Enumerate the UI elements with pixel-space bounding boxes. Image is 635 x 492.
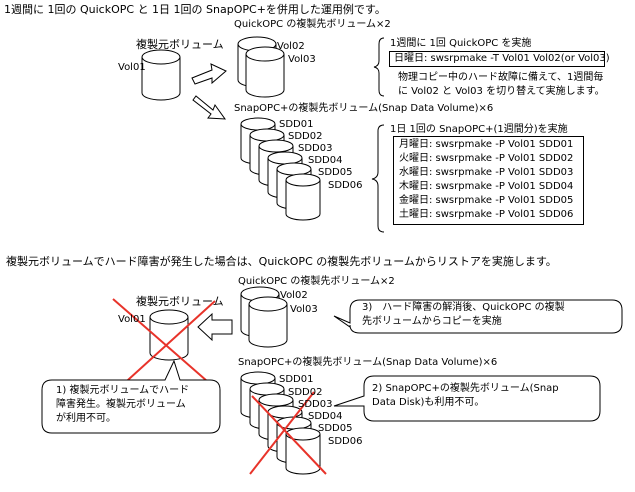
bottom-snap-vol-2: SDD02 (288, 387, 323, 398)
daily-command-box: 月曜日: swsrpmake -P Vol01 SDD01 火曜日: swsrp… (393, 136, 584, 225)
top-snap-vol-2: SDD02 (288, 131, 323, 142)
bottom-quickopc-label: QuickOPC の複製先ボリューム×2 (238, 276, 395, 287)
top-source-vol-name: Vol01 (118, 62, 146, 73)
daily-command-thu: 木曜日: swsrpmake -P Vol01 SDD04 (399, 181, 574, 192)
top-source-volume-label: 複製元ボリューム (136, 38, 224, 51)
weekly-note-line-2: に Vol02 と Vol03 を切り替えて実施します。 (398, 86, 605, 97)
weekly-command-box: 日曜日: swsrpmake -T Vol01 Vol02(or Vol03) (389, 51, 610, 67)
weekly-note-line-1: 物理コピー中のハード故障に備えて、1週間毎 (398, 72, 604, 83)
bottom-restore-arrow (197, 312, 233, 342)
bottom-snap-cross-line-1 (251, 395, 327, 475)
bottom-source-cross-line-2 (117, 300, 216, 390)
bottom-quick-vol-name-2: Vol03 (290, 304, 318, 315)
top-snap-label: SnapOPC+の複製先ボリューム(Snap Data Volume)×6 (234, 103, 494, 114)
weekly-title: 1週間に 1回 QuickOPC を実施 (390, 38, 532, 49)
bottom-source-volume-label: 複製元ボリューム (136, 295, 224, 308)
top-arrow-to-snapopc (192, 95, 227, 120)
top-quickopc-brace (373, 37, 385, 97)
daily-title: 1日 1回の SnapOPC+(1週間分)を実施 (390, 124, 568, 135)
top-snap-vol-4: SDD04 (308, 155, 343, 166)
top-snap-vol-1: SDD01 (279, 119, 314, 130)
top-quick-vol-name-1: Vol02 (277, 41, 305, 52)
top-source-volume-cylinder (141, 49, 181, 101)
top-quickopc-cylinder-2 (245, 46, 285, 98)
bottom-snap-label: SnapOPC+の複製先ボリューム(Snap Data Volume)×6 (238, 357, 498, 368)
callout-1-line-1: 1) 複製元ボリュームでハード (56, 385, 190, 396)
callout-1-line-3: が利用不可。 (56, 413, 116, 424)
top-snap-vol-5: SDD05 (318, 167, 353, 178)
top-snap-cylinder-6 (285, 173, 321, 221)
callout-3-line-1: 3) ハード障害の解消後、QuickOPC の複製 (362, 302, 565, 313)
bottom-snap-vol-4: SDD04 (308, 411, 343, 422)
top-arrow-to-quickopc (191, 63, 227, 85)
top-quickopc-label: QuickOPC の複製先ボリューム×2 (234, 19, 391, 30)
callout-2-line-1: 2) SnapOPC+の複製先ボリューム(Snap (372, 383, 559, 394)
callout-1-shape (41, 359, 221, 434)
bottom-quickopc-cylinder-2 (248, 296, 288, 348)
weekly-command: 日曜日: swsrpmake -T Vol01 Vol02(or Vol03) (394, 53, 610, 64)
bottom-snap-vol-5: SDD05 (318, 423, 353, 434)
bottom-snap-vol-3: SDD03 (298, 399, 333, 410)
daily-command-tue: 火曜日: swsrpmake -P Vol01 SDD02 (399, 153, 574, 164)
daily-command-sat: 土曜日: swsrpmake -P Vol01 SDD06 (399, 209, 574, 220)
bottom-quick-vol-name-1: Vol02 (280, 290, 308, 301)
middle-text: 複製元ボリュームでハード障害が発生した場合は、QuickOPC の複製先ボリュー… (6, 255, 557, 268)
callout-1-line-2: 障害発生。複製元ボリューム (56, 399, 186, 410)
callout-2-line-2: Data Disk)も利用不可。 (372, 397, 485, 408)
top-quick-vol-name-2: Vol03 (288, 54, 316, 65)
bottom-snap-vol-6: SDD06 (328, 436, 363, 447)
bottom-snap-cross-line-2 (249, 391, 315, 475)
intro-text: 1週間に 1回の QuickOPC と 1日 1回の SnapOPC+を併用した… (4, 3, 386, 16)
daily-command-wed: 水曜日: swsrpmake -P Vol01 SDD03 (399, 167, 574, 178)
bottom-snap-vol-1: SDD01 (279, 374, 314, 385)
top-snap-vol-3: SDD03 (298, 143, 333, 154)
bottom-source-cross-line-1 (112, 298, 216, 389)
callout-3-line-2: 先ボリュームからコピーを実施 (362, 316, 502, 327)
bottom-source-vol-name: Vol01 (118, 314, 146, 325)
daily-command-fri: 金曜日: swsrpmake -P Vol01 SDD05 (399, 195, 574, 206)
callout-2-shape (333, 375, 601, 422)
daily-command-mon: 月曜日: swsrpmake -P Vol01 SDD01 (399, 139, 574, 150)
top-snap-vol-6: SDD06 (328, 180, 363, 191)
top-snap-brace (371, 124, 385, 233)
callout-3-shape (333, 299, 623, 334)
